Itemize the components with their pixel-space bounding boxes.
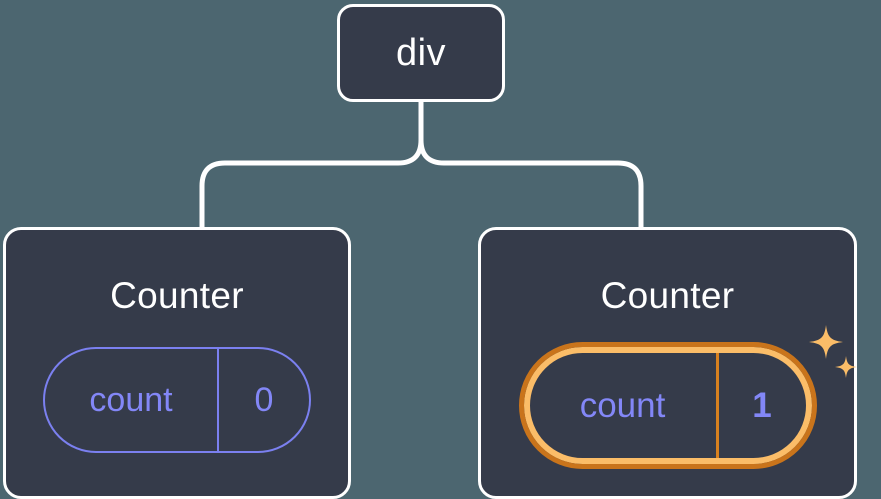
state-value-left: 0 — [217, 349, 309, 451]
connector-to-right-child — [418, 139, 644, 227]
connector-to-left-child — [199, 139, 424, 227]
node-counter-left[interactable]: Counter count 0 — [3, 227, 351, 499]
state-key-left: count — [89, 381, 173, 419]
state-pill-left[interactable]: count 0 — [43, 347, 311, 453]
state-pill-wrap-right: count 1 — [518, 325, 857, 469]
node-counter-left-title: Counter — [110, 275, 244, 316]
state-pill-right[interactable]: count 1 — [518, 342, 817, 469]
node-counter-right[interactable]: Counter count 1 — [478, 227, 857, 499]
sparkle-small-icon — [834, 356, 857, 378]
state-key-right: count — [579, 386, 666, 425]
node-div[interactable]: div — [337, 4, 505, 102]
state-value-right: 1 — [715, 353, 806, 458]
node-counter-right-title: Counter — [600, 275, 735, 316]
node-div-label: div — [395, 32, 447, 74]
state-pill-wrap-left: count 0 — [43, 347, 311, 453]
sparkles-icon — [808, 325, 857, 378]
sparkle-large-icon — [808, 325, 843, 359]
